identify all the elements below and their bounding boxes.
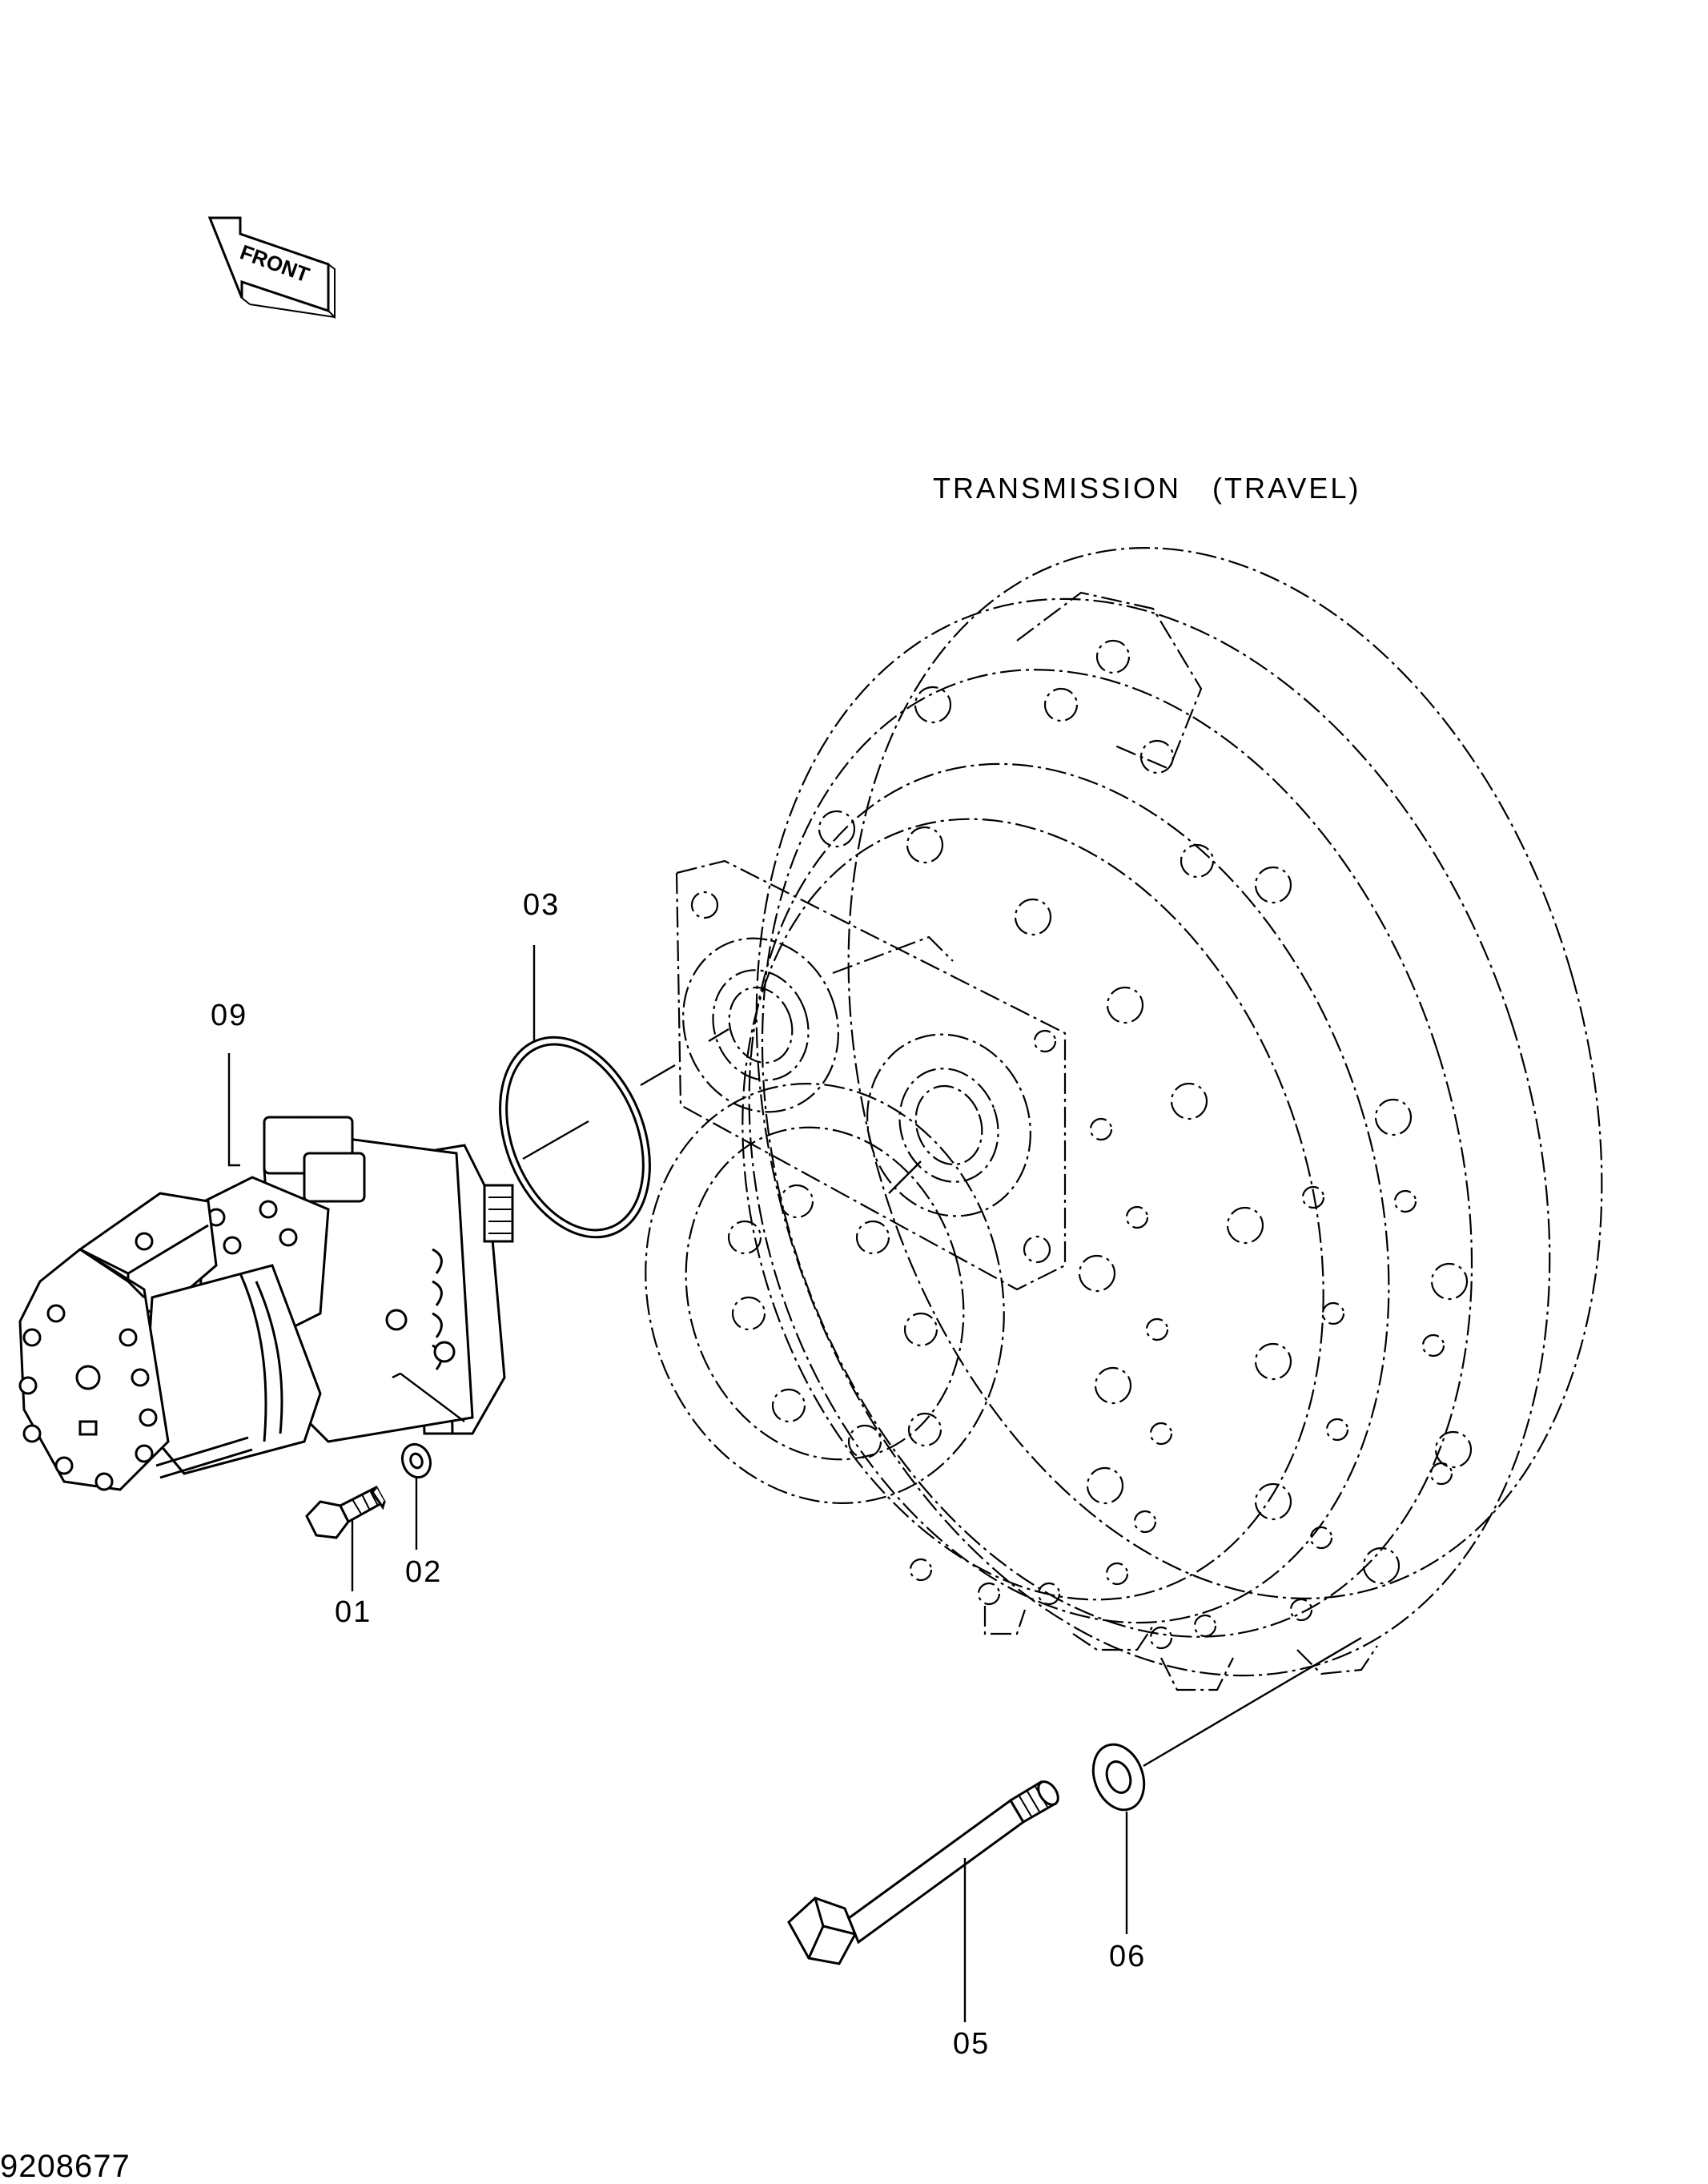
front-arrow: FRONT [207, 216, 336, 320]
assembly-title: TRANSMISSION (TRAVEL) [933, 472, 1360, 505]
leader-02-bracket-b [392, 1372, 401, 1379]
callout-03: 03 [523, 888, 560, 922]
callout-05: 05 [953, 2027, 990, 2061]
bolt-05 [787, 1780, 1059, 1965]
callout-01: 01 [335, 1595, 372, 1629]
leader-lines [227, 945, 1362, 2022]
o-ring-03 [499, 1036, 651, 1239]
washer-06 [1091, 1743, 1146, 1812]
document-id: 9208677 [0, 2149, 131, 2184]
bolt-01 [305, 1486, 387, 1539]
travel-motor-09 [18, 1116, 514, 1491]
callout-02: 02 [405, 1555, 442, 1589]
transmission-travel [645, 547, 1603, 1691]
leader-09 [227, 1053, 240, 1167]
washer-02 [400, 1442, 432, 1479]
callout-06: 06 [1109, 1940, 1146, 1973]
callout-09: 09 [211, 999, 247, 1032]
leader-02-bracket [400, 1373, 465, 1422]
